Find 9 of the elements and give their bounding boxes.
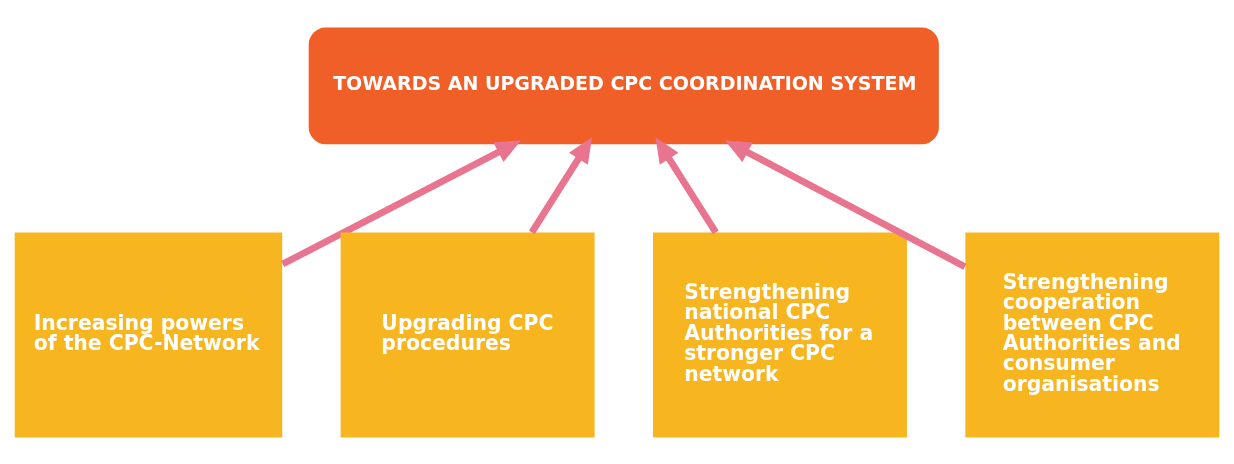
node-box: TOWARDS AN UPGRADED CPC COORDINATION SYSTEM — [308, 26, 939, 144]
arrow — [655, 136, 719, 234]
node-box: Upgrading CPC procedures — [340, 232, 595, 438]
arrow — [725, 139, 967, 270]
node-box: Strengthening national CPC Authorities for a stronger CPC network — [653, 232, 907, 438]
node-box: Strengthening cooperation between CPC Authorities and consumer organisations — [965, 232, 1220, 438]
node-box: Increasing powers of the CPC-Network — [14, 232, 283, 438]
arrow — [281, 140, 521, 267]
arrow — [528, 136, 593, 234]
